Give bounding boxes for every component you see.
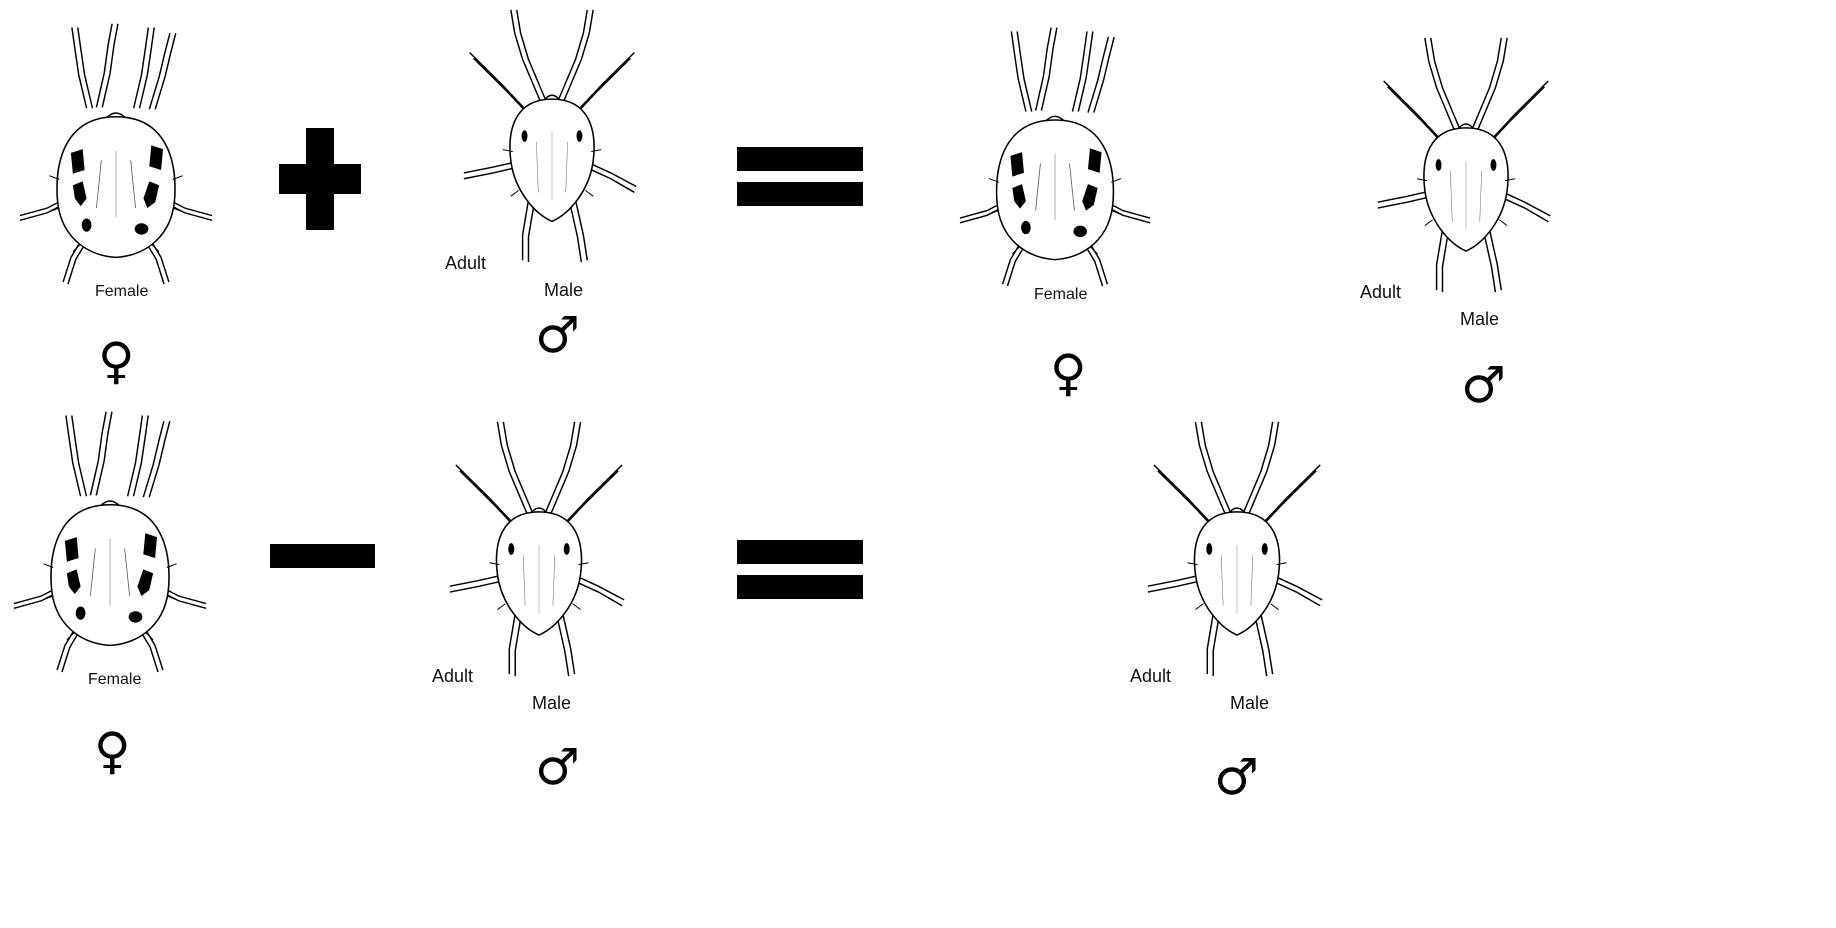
female-mite-icon — [958, 22, 1152, 286]
male-label: Male — [544, 280, 583, 301]
male-label: Male — [1230, 693, 1269, 714]
male-mite-icon — [454, 6, 650, 268]
female-mite-icon — [18, 18, 214, 284]
male-symbol: ♂ — [535, 310, 580, 360]
adult-label: Adult — [1130, 666, 1171, 687]
male-mite-icon — [440, 418, 638, 682]
male-symbol: ♂ — [1214, 752, 1259, 802]
adult-label: Adult — [432, 666, 473, 687]
male-symbol: ♂ — [1461, 360, 1506, 410]
male-mite-icon — [1138, 418, 1336, 682]
female-label: Female — [95, 283, 148, 301]
female-mite-icon — [12, 406, 208, 672]
female-symbol: ♀ — [1050, 348, 1087, 398]
female-symbol: ♀ — [98, 336, 135, 386]
female-label: Female — [1034, 286, 1087, 304]
adult-label: Adult — [1360, 282, 1401, 303]
male-label: Male — [1460, 309, 1499, 330]
adult-label: Adult — [445, 253, 486, 274]
female-label: Female — [88, 671, 141, 689]
minus-icon — [270, 544, 375, 568]
male-mite-icon — [1368, 34, 1564, 298]
male-label: Male — [532, 693, 571, 714]
male-symbol: ♂ — [535, 742, 580, 792]
female-symbol: ♀ — [94, 726, 131, 776]
